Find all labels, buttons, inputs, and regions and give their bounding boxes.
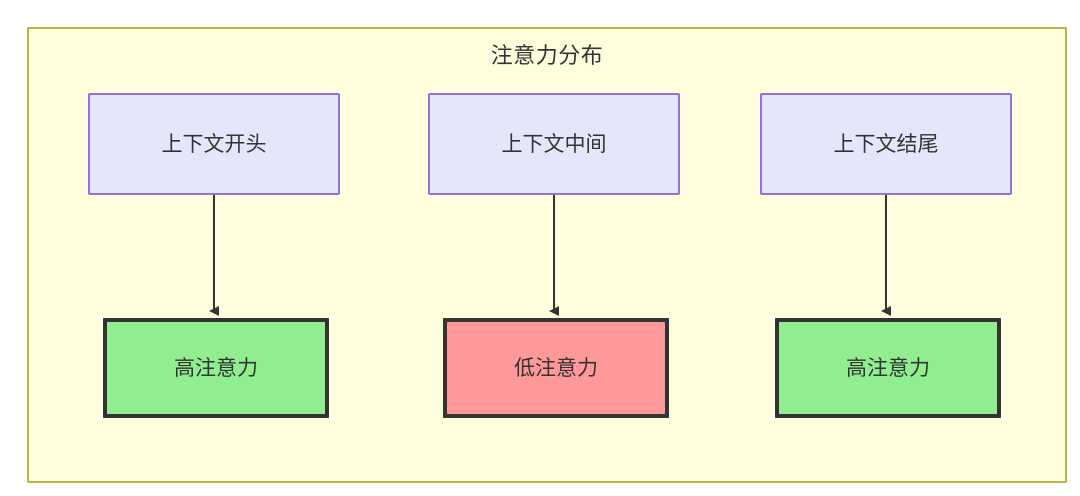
- node-context-middle-label: 上下文中间: [501, 132, 607, 156]
- node-context-end[interactable]: 上下文结尾: [760, 93, 1012, 195]
- node-context-start-label: 上下文开头: [161, 132, 267, 156]
- node-attention-end-label: 高注意力: [846, 356, 930, 380]
- subgraph-title: 注意力分布: [490, 44, 604, 69]
- node-attention-start-label: 高注意力: [174, 356, 258, 380]
- node-attention-start[interactable]: 高注意力: [103, 318, 329, 418]
- node-context-start[interactable]: 上下文开头: [88, 93, 340, 195]
- node-context-end-label: 上下文结尾: [833, 132, 939, 156]
- node-attention-end[interactable]: 高注意力: [775, 318, 1001, 418]
- node-context-middle[interactable]: 上下文中间: [428, 93, 680, 195]
- node-attention-middle[interactable]: 低注意力: [443, 318, 669, 418]
- node-attention-middle-label: 低注意力: [514, 356, 598, 380]
